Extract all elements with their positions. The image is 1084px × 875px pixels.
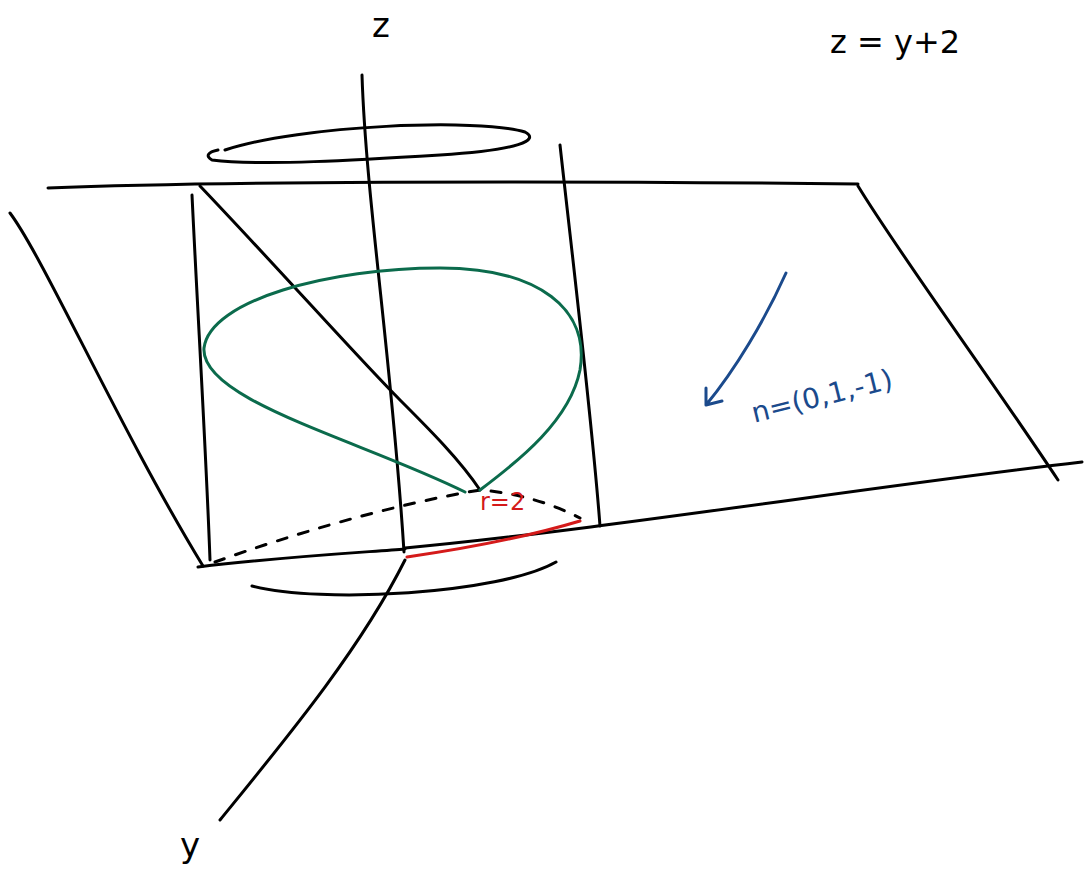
normal-vector-label: n=(0,1,-1) (749, 365, 896, 427)
hidden-base-edge (215, 490, 580, 562)
plane-right-edge (858, 186, 1058, 480)
intersection-ellipse (204, 268, 581, 492)
cylinder-bottom-ellipse (252, 562, 556, 595)
cylinder-left-side (192, 195, 210, 560)
y-axis (220, 560, 405, 820)
plane-bottom-right (405, 462, 1082, 548)
plane-equation: z = y+2 (830, 26, 960, 58)
radius-line (407, 521, 580, 557)
axis-label: y (180, 828, 200, 862)
z-axis (362, 75, 404, 552)
plane-left-edge (10, 213, 203, 566)
normal-vector-arrow (706, 273, 786, 405)
plane-top-edge (48, 182, 858, 188)
radius-label: r=2 (480, 490, 525, 514)
axis-label: z (372, 8, 390, 42)
cylinder-top-ellipse (208, 125, 529, 163)
plane-cut-line (200, 186, 480, 490)
plane-bottom-left (198, 549, 405, 567)
